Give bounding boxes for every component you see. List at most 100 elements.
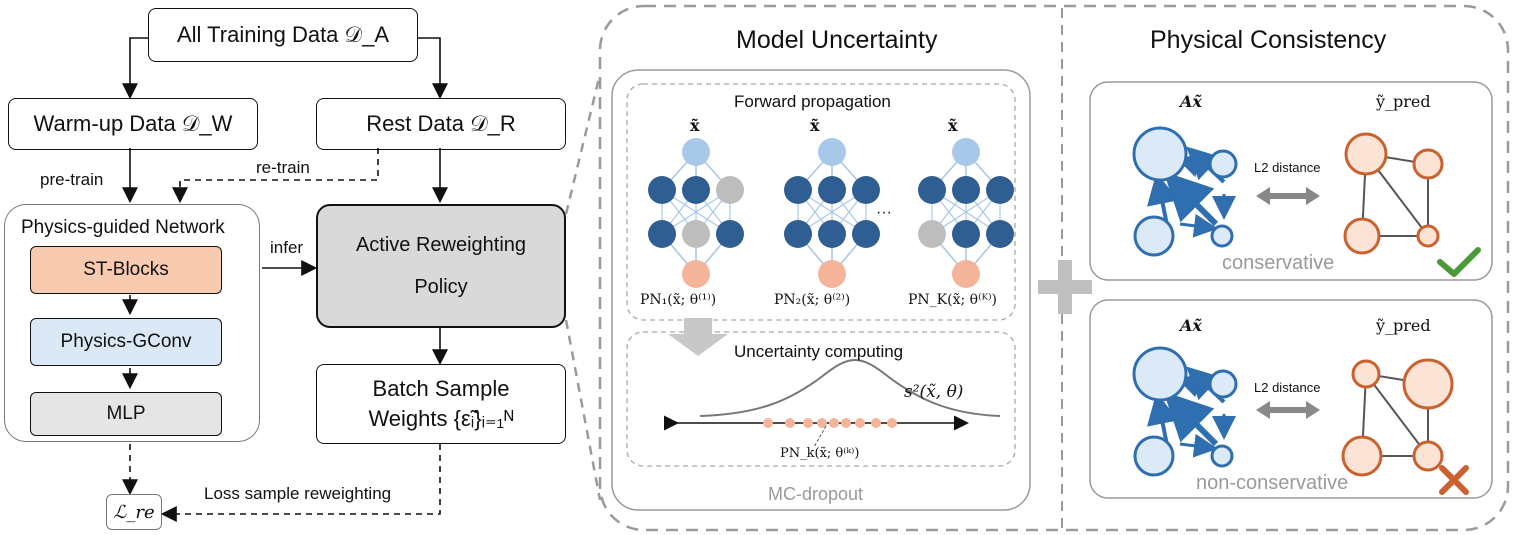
pn-label-3: PN_K(x̃; θ⁽ᴷ⁾) <box>908 292 998 308</box>
hidden-node <box>716 176 744 204</box>
l2-arrow-top <box>1256 187 1320 205</box>
sample-dot <box>887 418 897 428</box>
mlp-label: MLP <box>106 403 146 424</box>
hidden-node <box>918 220 946 248</box>
hidden-node <box>648 176 676 204</box>
zoom-lines <box>564 73 602 501</box>
input-node <box>682 138 710 166</box>
output-node <box>682 260 710 288</box>
conservative-label: conservative <box>1222 252 1335 274</box>
ax-graph-bottom <box>1132 346 1238 477</box>
rest-data-box: Rest Data 𝒟_R <box>316 98 566 150</box>
arrow-shaft <box>1268 193 1308 199</box>
arrow-head <box>1306 401 1320 419</box>
pretrain-label: pre-train <box>40 170 104 189</box>
hidden-node <box>852 176 880 204</box>
sample-dot <box>829 418 839 428</box>
infer-label: infer <box>270 238 304 257</box>
network-2 <box>784 138 880 288</box>
sample-dot <box>763 418 773 428</box>
plus-icon <box>1038 260 1092 314</box>
hidden-node <box>648 220 676 248</box>
arrow-head <box>1256 401 1270 419</box>
flow-edge <box>1163 391 1219 447</box>
uncertainty-distribution <box>664 358 1001 448</box>
graph-node <box>1341 435 1383 477</box>
rest-data-label: Rest Data 𝒟_R <box>366 111 516 136</box>
sample-dot <box>871 418 881 428</box>
output-node <box>952 260 980 288</box>
loss-box: ℒ_re <box>106 494 162 530</box>
mc-dropout-label: MC-dropout <box>768 484 864 504</box>
batch-label-line1: Batch Sample <box>372 376 510 401</box>
network-title: Physics-guided Network <box>21 217 225 238</box>
conservative-panel <box>1089 81 1493 281</box>
pipeline-arrows <box>122 37 448 522</box>
warmup-data-label: Warm-up Data 𝒟_W <box>33 111 233 136</box>
forward-propagation-label: Forward propagation <box>734 92 891 111</box>
network-input-label-3: x̃ <box>948 116 958 135</box>
hidden-node <box>852 220 880 248</box>
all-training-data-label: All Training Data 𝒟_A <box>177 22 389 47</box>
graph-node <box>1133 215 1175 257</box>
hidden-node <box>818 176 846 204</box>
graph-node <box>1210 224 1234 248</box>
check-icon <box>1437 247 1481 277</box>
pn-label-2: PN₂(x̃; θ⁽²⁾) <box>774 292 851 308</box>
physics-gconv-box: Physics-GConv <box>30 318 222 366</box>
network-1 <box>648 138 744 288</box>
graph-node <box>1133 435 1175 477</box>
uncertainty-computing-label: Uncertainty computing <box>734 342 904 361</box>
graph-node <box>1208 149 1238 179</box>
batch-sample-weights-box: Batch Sample Weights {ε̃ᵢ}ᵢ₌₁ᴺ <box>316 364 566 444</box>
hidden-node <box>784 176 812 204</box>
forward-propagation-panel <box>626 83 1016 321</box>
hidden-node <box>952 220 980 248</box>
ax-label-top: Ax̃ <box>1180 92 1202 111</box>
distance-label-bottom: L2 distance <box>1254 380 1321 395</box>
right-dashed-container <box>598 4 1510 532</box>
uncertainty-computing-panel <box>626 331 1016 467</box>
mc-dropout-panel <box>611 69 1031 511</box>
sample-dot <box>785 418 795 428</box>
network-ellipsis: ··· <box>876 204 892 221</box>
ax-graph-top <box>1132 126 1238 257</box>
warmup-data-box: Warm-up Data 𝒟_W <box>8 98 258 150</box>
policy-label-line2: Policy <box>414 276 468 298</box>
ypred-graph-top <box>1343 132 1444 255</box>
down-arrow <box>668 318 728 356</box>
graph-node <box>1132 346 1188 402</box>
hidden-node <box>952 176 980 204</box>
loss-reweighting-label: Loss sample reweighting <box>204 484 392 503</box>
graph-node <box>1344 132 1388 176</box>
physics-gconv-label: Physics-GConv <box>60 331 192 352</box>
sample-label: PN_k(x̃; θ⁽ᵏ⁾) <box>780 446 860 461</box>
graph-node <box>1402 358 1454 410</box>
loss-label: ℒ_re <box>113 501 155 523</box>
l2-arrow-bottom <box>1256 401 1320 419</box>
flow-edge <box>1179 213 1218 238</box>
model-uncertainty-title: Model Uncertainty <box>736 26 938 54</box>
variance-label: s²(x̃, θ) <box>904 382 964 402</box>
network-input-label-1: x̃ <box>690 116 700 135</box>
hidden-node <box>986 176 1014 204</box>
non-conservative-label: non-conservative <box>1196 472 1349 494</box>
pn-label-1: PN₁(x̃; θ⁽¹⁾) <box>640 292 717 308</box>
sample-dot <box>817 418 827 428</box>
ypred-label-bottom: ỹ_pred <box>1376 316 1431 335</box>
graph-node <box>1132 126 1188 182</box>
hidden-node <box>818 220 846 248</box>
st-blocks-label: ST-Blocks <box>83 259 169 280</box>
retrain-label: re-train <box>256 158 310 177</box>
physics-guided-network-box: Physics-guided Network <box>4 204 260 442</box>
policy-label-line1: Active Reweighting <box>355 234 527 256</box>
mlp-box: MLP <box>30 392 222 436</box>
sample-dot <box>841 418 851 428</box>
sample-dot <box>803 418 813 428</box>
network-input-label-2: x̃ <box>810 116 820 135</box>
input-node <box>818 138 846 166</box>
networks-group <box>648 138 1014 288</box>
graph-node <box>1208 369 1238 399</box>
graph-node <box>1412 148 1444 180</box>
